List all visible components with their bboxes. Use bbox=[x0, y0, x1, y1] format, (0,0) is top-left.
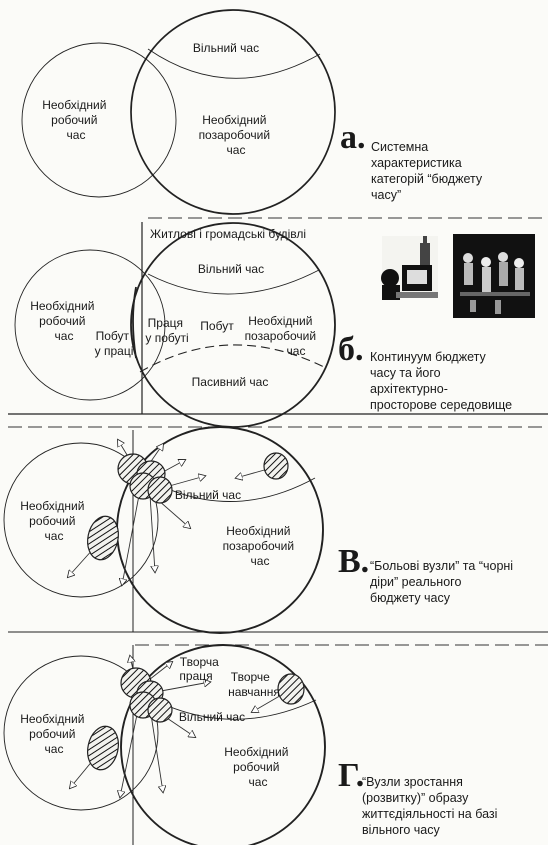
passive-time-arc bbox=[139, 344, 327, 373]
required-work-label-left: Необхідний робочий час bbox=[20, 712, 88, 756]
growth-node bbox=[147, 697, 173, 723]
panel-v-caption: “Больові вузли” та “чорні діри” реальног… bbox=[370, 559, 517, 605]
panel-a-caption: Системна характеристика категорій “бюдже… bbox=[371, 140, 486, 202]
panel-v: Необхідний робочий час Вільний час Необх… bbox=[3, 426, 548, 634]
free-time-label: Вільний час bbox=[193, 41, 259, 55]
passive-time-label: Пасивний час bbox=[192, 375, 269, 389]
panel-a-letter: а. bbox=[340, 119, 366, 156]
arrow bbox=[122, 489, 141, 585]
buildings-label: Житлові і громадські будівлі bbox=[150, 227, 306, 241]
panel-a: Необхідний робочий час Вільний час Необх… bbox=[21, 9, 486, 215]
panel-b-letter: б. bbox=[338, 331, 364, 368]
required-work-circle bbox=[14, 249, 166, 401]
overlap-boundary bbox=[132, 286, 137, 359]
creative-learning-label: Творче навчання bbox=[228, 670, 280, 699]
panel-b: Житлові і громадські будівлі Вільний час… bbox=[8, 222, 548, 428]
photo-computer-user bbox=[381, 236, 438, 300]
work-in-life-label: Праця у побуті bbox=[145, 316, 188, 345]
growth-node bbox=[87, 725, 119, 771]
required-nonwork-label: Необхідний позаробочий час bbox=[223, 524, 298, 568]
pain-node bbox=[263, 452, 289, 480]
required-work-label-right: Необхідний робочий час bbox=[224, 745, 292, 789]
free-time-arc bbox=[147, 269, 320, 295]
nonwork-circle bbox=[120, 644, 326, 845]
pain-node bbox=[147, 476, 173, 504]
free-time-label: Вільний час bbox=[179, 710, 245, 724]
required-work-label: Необхідний робочий час bbox=[30, 299, 98, 343]
arrow bbox=[157, 499, 190, 528]
panel-v-letter: В. bbox=[338, 543, 369, 580]
nonwork-circle bbox=[130, 9, 336, 215]
required-nonwork-label: Необхідний позаробочий час bbox=[245, 314, 320, 358]
arrow bbox=[149, 707, 163, 792]
photo-group-activity bbox=[453, 234, 535, 318]
free-time-label: Вільний час bbox=[198, 262, 264, 276]
required-work-label: Необхідний робочий час bbox=[20, 499, 88, 543]
required-work-circle bbox=[21, 42, 177, 198]
creative-work-label: Творча праця bbox=[179, 655, 222, 683]
required-nonwork-label: Необхідний позаробочий час bbox=[199, 113, 274, 157]
free-time-arc bbox=[147, 48, 321, 79]
required-work-circle-left bbox=[3, 655, 159, 811]
life-label: Побут bbox=[200, 319, 234, 333]
panel-g: Необхідний робочий час Творча праця Твор… bbox=[3, 644, 501, 845]
life-at-work-label: Побут у праці bbox=[95, 329, 134, 358]
required-work-label: Необхідний робочий час bbox=[42, 98, 110, 142]
growth-node bbox=[277, 673, 305, 705]
panel-b-caption: Континуум бюджету часу та його архітекту… bbox=[370, 350, 512, 412]
required-work-circle bbox=[3, 442, 159, 598]
black-hole bbox=[87, 515, 119, 561]
free-time-label: Вільний час bbox=[175, 488, 241, 502]
panel-g-letter: Г. bbox=[338, 757, 364, 794]
arrow bbox=[149, 494, 155, 572]
panel-g-caption: “Вузли зростання (розвитку)” образу житт… bbox=[362, 775, 501, 837]
